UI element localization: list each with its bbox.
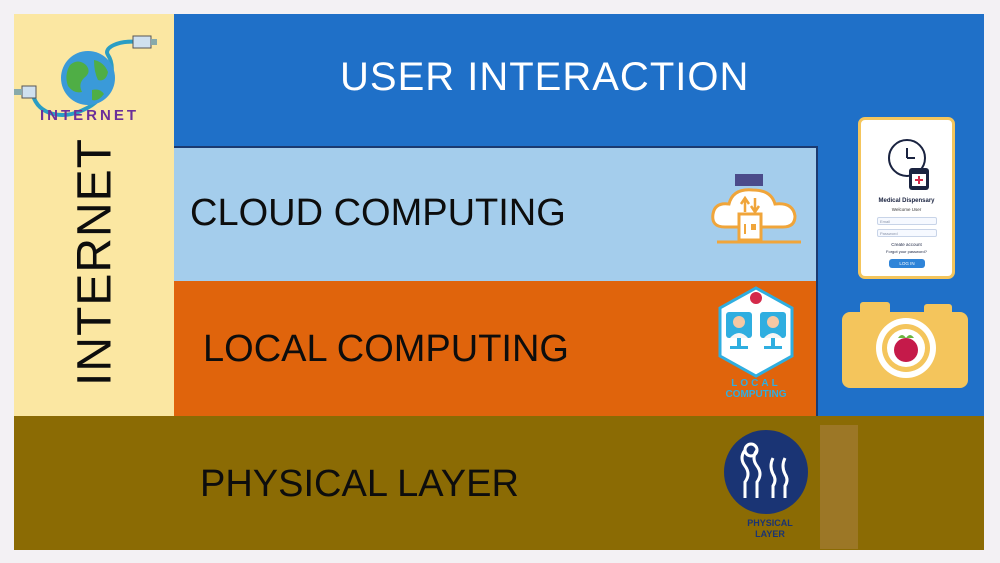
- internet-layer-label: INTERNET: [68, 138, 122, 386]
- password-field[interactable]: Password: [877, 229, 937, 237]
- mobile-app-icon: Medical Dispensary Welcome User Email Pa…: [858, 117, 955, 279]
- camera-icon: [842, 302, 968, 388]
- local-computing-layer: [174, 281, 818, 416]
- local-icon-line2: COMPUTING: [725, 389, 787, 400]
- clock-pill-icon: [888, 139, 929, 190]
- cloud-computing-layer: [174, 146, 818, 281]
- people-monitor-icon: [718, 286, 794, 378]
- local-icon-line1: LOCAL: [731, 378, 781, 389]
- local-computing-icon-text: LOCAL COMPUTING: [718, 378, 794, 400]
- create-account-link[interactable]: Create account: [891, 242, 922, 247]
- cloud-computing-label: CLOUD COMPUTING: [190, 192, 566, 234]
- email-field[interactable]: Email: [877, 217, 937, 225]
- user-interaction-label: USER INTERACTION: [340, 55, 750, 99]
- physical-layer-strip: [820, 425, 858, 549]
- physical-sensors-icon: [724, 430, 808, 514]
- internet-logo-text: INTERNET: [40, 107, 139, 124]
- globe-cable-icon: [14, 35, 157, 117]
- app-title: Medical Dispensary: [878, 198, 935, 204]
- forgot-password-link[interactable]: Forgot your password?: [886, 249, 927, 254]
- physical-layer-label: PHYSICAL LAYER: [200, 463, 519, 505]
- physical-icon-line1: PHYSICAL: [747, 518, 793, 528]
- login-button[interactable]: LOG IN: [889, 259, 925, 268]
- cloud-server-icon: [711, 174, 801, 244]
- physical-icon-line2: LAYER: [755, 529, 785, 539]
- local-computing-label: LOCAL COMPUTING: [203, 328, 569, 370]
- app-subtitle: Welcome User: [891, 207, 922, 212]
- physical-layer-icon-text: PHYSICAL LAYER: [735, 518, 805, 540]
